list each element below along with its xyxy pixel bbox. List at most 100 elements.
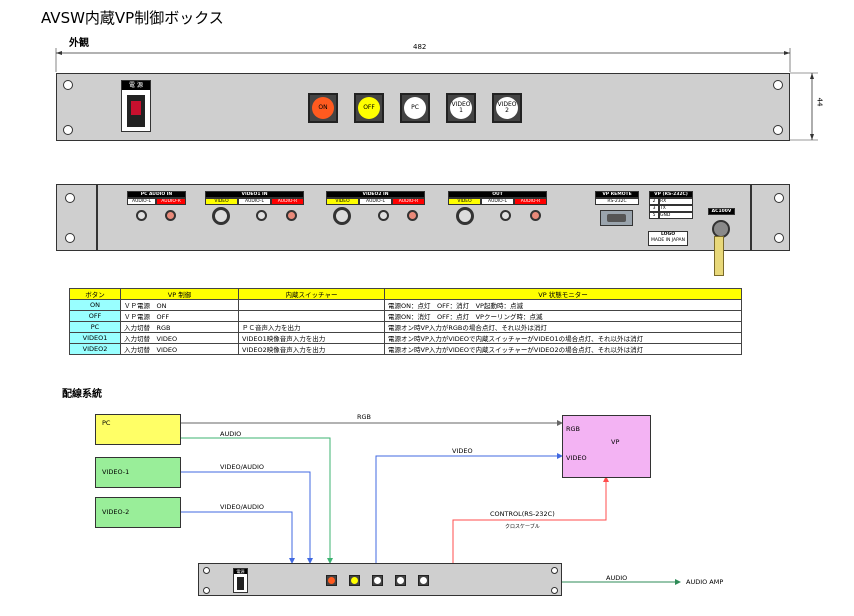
video2-line — [180, 511, 295, 564]
video2-audio-r-label: AUDIO-R — [392, 198, 425, 205]
off-button-label: OFF — [358, 97, 380, 119]
control-line — [452, 476, 609, 563]
out-video-jack[interactable] — [456, 207, 474, 225]
video2-video-label: VIDEO — [326, 198, 359, 205]
pc-button[interactable]: PC — [400, 93, 430, 123]
on-button-label: ON — [312, 97, 334, 119]
rack-ear-right — [751, 184, 790, 251]
vp-remote-title: VP REMOTE — [595, 191, 639, 198]
pc-button-label: PC — [404, 97, 426, 119]
pc-audio-l-jack[interactable] — [136, 210, 147, 221]
audio-line-label: AUDIO — [220, 430, 242, 438]
vp-video-port: VIDEO — [566, 454, 587, 462]
video1-audio-r-jack[interactable] — [286, 210, 297, 221]
control-pc-button[interactable] — [372, 575, 383, 586]
video1-node: VIDEO-1 — [95, 457, 181, 488]
video2-in-title: VIDEO2 IN — [326, 191, 425, 198]
video1-audio-l-jack[interactable] — [256, 210, 267, 221]
vp-rgb-port: RGB — [566, 425, 581, 433]
page-title: AVSW内蔵VP制御ボックス — [41, 9, 224, 27]
mount-hole — [773, 125, 783, 135]
power-switch-plate: 電 源 — [121, 80, 151, 132]
video2-audio-l-jack[interactable] — [378, 210, 389, 221]
video2-line-label: VIDEO/AUDIO — [220, 503, 265, 511]
power-label: 電 源 — [122, 81, 150, 90]
pc-node: PC — [95, 414, 181, 445]
video1-video-jack[interactable] — [212, 207, 230, 225]
video2-audio-l-label: AUDIO-L — [359, 198, 392, 205]
rack-ear-left — [56, 184, 97, 251]
out-title: OUT — [448, 191, 547, 198]
table-header-row: ボタン VP 制御 内蔵スイッチャー VP 状態モニター — [69, 288, 742, 300]
pc-node-label: PC — [102, 419, 111, 427]
dimension-width: 482 — [413, 43, 427, 51]
video2-button[interactable]: VIDEO 2 — [492, 93, 522, 123]
video2-button-label: VIDEO 2 — [496, 97, 518, 119]
video1-node-label: VIDEO-1 — [102, 468, 130, 476]
video1-video-label: VIDEO — [205, 198, 238, 205]
mount-hole — [63, 125, 73, 135]
maker-sub: MADE IN JAPAN — [650, 238, 686, 243]
vp-video-line — [375, 453, 563, 563]
video1-line — [180, 471, 313, 564]
control-video2-button[interactable] — [418, 575, 429, 586]
video1-button[interactable]: VIDEO 1 — [446, 93, 476, 123]
pc-audio-r-label: AUDIO-R — [156, 198, 186, 205]
audio-amp-label: AUDIO AMP — [686, 578, 724, 586]
rgb-line-label: RGB — [357, 413, 372, 421]
maker-plate: LOGO MADE IN JAPAN — [648, 231, 688, 246]
out-audio-l-label: AUDIO-L — [481, 198, 514, 205]
video1-button-label: VIDEO 1 — [450, 97, 472, 119]
video2-node-label: VIDEO-2 — [102, 508, 130, 516]
video2-node: VIDEO-2 — [95, 497, 181, 528]
video1-audio-r-label: AUDIO-R — [271, 198, 304, 205]
on-button[interactable]: ON — [308, 93, 338, 123]
control-power-label: 電源 — [234, 569, 247, 574]
vp-node-label: VP — [611, 438, 620, 446]
off-button[interactable]: OFF — [354, 93, 384, 123]
control-off-button[interactable] — [349, 575, 360, 586]
table-cell: VIDEO2映像音声入力を出力 — [238, 343, 385, 355]
status-table: ボタン VP 制御 内蔵スイッチャー VP 状態モニター ON ＶＰ電源 ON … — [69, 288, 742, 355]
pc-audio-l-label: AUDIO-L — [127, 198, 156, 205]
table-row: VIDEO2 入力切替 VIDEO VIDEO2映像音声入力を出力 電源オン時V… — [69, 343, 742, 355]
table-cell: 電源オン時VP入力がVIDEOで内蔵スイッチャーがVIDEO2の場合点灯、それ以… — [384, 343, 742, 355]
video1-line-label: VIDEO/AUDIO — [220, 463, 265, 471]
pc-audio-in-title: PC AUDIO IN — [127, 191, 186, 198]
video1-in-title: VIDEO1 IN — [205, 191, 304, 198]
mount-hole — [63, 80, 73, 90]
exterior-label: 外観 — [69, 38, 89, 49]
control-line-label: CONTROL(RS-232C) — [490, 510, 555, 518]
table-cell: VIDEO2 — [69, 343, 121, 355]
pc-audio-line — [180, 437, 333, 564]
ac-label: AC100V — [708, 208, 735, 215]
vp-remote-sub: RS-232C — [595, 198, 639, 205]
video-line-label: VIDEO — [452, 447, 473, 455]
out-audio-r-label: AUDIO-R — [514, 198, 547, 205]
video2-video-jack[interactable] — [333, 207, 351, 225]
vp-pins-title: VP (RS-232C) — [649, 191, 693, 198]
vp-pin-table: 2 RX 3 TX 5 GND — [649, 198, 693, 219]
video2-audio-r-jack[interactable] — [407, 210, 418, 221]
out-audio-l-jack[interactable] — [500, 210, 511, 221]
control-box: 電源 — [198, 563, 562, 596]
ac-cord — [714, 236, 724, 276]
wiring-section-label: 配線系統 — [62, 389, 102, 400]
maker-label: LOGO — [660, 232, 676, 237]
audio-out-line-label: AUDIO — [606, 574, 628, 582]
control-on-button[interactable] — [326, 575, 337, 586]
power-switch[interactable] — [127, 95, 145, 127]
control-power-switch[interactable]: 電源 — [233, 568, 248, 593]
control-video1-button[interactable] — [395, 575, 406, 586]
video1-audio-l-label: AUDIO-L — [238, 198, 271, 205]
out-audio-r-jack[interactable] — [530, 210, 541, 221]
front-panel: 電 源 ON OFF PC VIDEO 1 VIDEO 2 — [56, 73, 790, 141]
vp-node: RGB VP VIDEO — [562, 415, 651, 478]
pc-audio-r-jack[interactable] — [165, 210, 176, 221]
rs232c-connector[interactable] — [600, 210, 633, 226]
table-row: PC 入力切替 RGB ＰＣ音声入力を出力 電源オン時VP入力がRGBの場合点灯… — [69, 321, 742, 333]
cross-cable-label: クロスケーブル — [505, 524, 540, 530]
mount-hole — [773, 80, 783, 90]
